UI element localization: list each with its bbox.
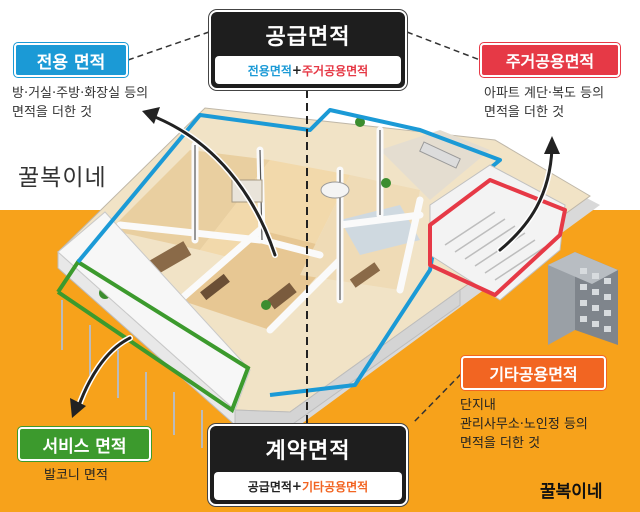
desk <box>349 262 381 288</box>
balcony-railing <box>61 300 203 448</box>
residential-desc-line1: 아파트 계단·복도 등의 <box>484 86 605 101</box>
tv-cabinet <box>200 273 230 301</box>
plant-3 <box>261 300 271 310</box>
arrows <box>76 113 554 410</box>
bookshelf <box>267 282 297 310</box>
other-common-area-description: 단지내 관리사무소·노인정 등의 면적을 더한 것 <box>460 396 588 453</box>
stair-steps <box>444 211 546 281</box>
other-common-area-label: 기타공용면적 <box>461 356 606 390</box>
office-windows <box>580 268 611 332</box>
service-area-label: 서비스 면적 <box>18 427 151 461</box>
supply-area-box: 공급면적 전용면적 + 주거공용면적 <box>209 10 407 90</box>
exclusive-desc-line2: 면적을 더한 것 <box>12 105 93 120</box>
kitchen-counter <box>419 141 461 169</box>
connector-line-other-common <box>411 373 462 425</box>
contract-area-formula: 공급면적 + 기타공용면적 <box>214 472 402 500</box>
supply-area-formula: 전용면적 + 주거공용면적 <box>215 56 401 84</box>
contract-formula-supply: 공급면적 <box>247 479 292 494</box>
dining-table <box>320 181 350 199</box>
watermark-top: 꿀복이네 <box>18 165 107 191</box>
other-desc-line1: 단지내 <box>460 398 496 413</box>
arrow-exclusive <box>148 113 277 257</box>
connector-line-residential <box>406 31 481 61</box>
office-building-front <box>548 252 575 345</box>
arrow-residential <box>498 146 554 252</box>
plant-5 <box>355 117 365 127</box>
other-desc-line3: 면적을 더한 것 <box>460 436 541 451</box>
connector-line-exclusive <box>127 31 210 61</box>
plant-4 <box>381 178 391 188</box>
contract-area-title: 계약면적 <box>265 439 351 464</box>
arrow-service <box>76 336 132 410</box>
supply-area-title: 공급면적 <box>265 25 351 50</box>
service-area-outline <box>56 259 251 414</box>
supply-formula-plus: + <box>291 63 302 77</box>
exclusive-area-description: 방·거실·주방·화장실 등의 면적을 더한 것 <box>12 84 148 122</box>
room-floor-3 <box>180 230 340 330</box>
exclusive-area-label: 전용 면적 <box>14 43 128 77</box>
supply-formula-exclusive: 전용면적 <box>247 63 292 78</box>
residential-desc-line2: 면적을 더한 것 <box>484 105 565 120</box>
other-desc-line2: 관리사무소·노인정 등의 <box>460 417 588 432</box>
supply-formula-residential: 주거공용면적 <box>301 63 369 78</box>
arrow-heads <box>70 107 560 418</box>
service-area-description: 발코니 면적 <box>44 468 108 483</box>
residential-common-outline <box>428 178 567 297</box>
exclusive-desc-line1: 방·거실·주방·화장실 등의 <box>12 86 149 101</box>
residential-common-area-description: 아파트 계단·복도 등의 면적을 더한 것 <box>484 84 604 122</box>
contract-area-box: 계약면적 공급면적 + 기타공용면적 <box>208 424 408 506</box>
exclusive-area-outline <box>76 108 502 397</box>
residential-common-area-label: 주거공용면적 <box>480 43 620 77</box>
sofa <box>148 241 192 275</box>
contract-formula-plus: + <box>291 479 302 493</box>
contract-formula-other: 기타공용면적 <box>301 479 369 494</box>
watermark-bottom: 꿀복이네 <box>540 482 603 502</box>
